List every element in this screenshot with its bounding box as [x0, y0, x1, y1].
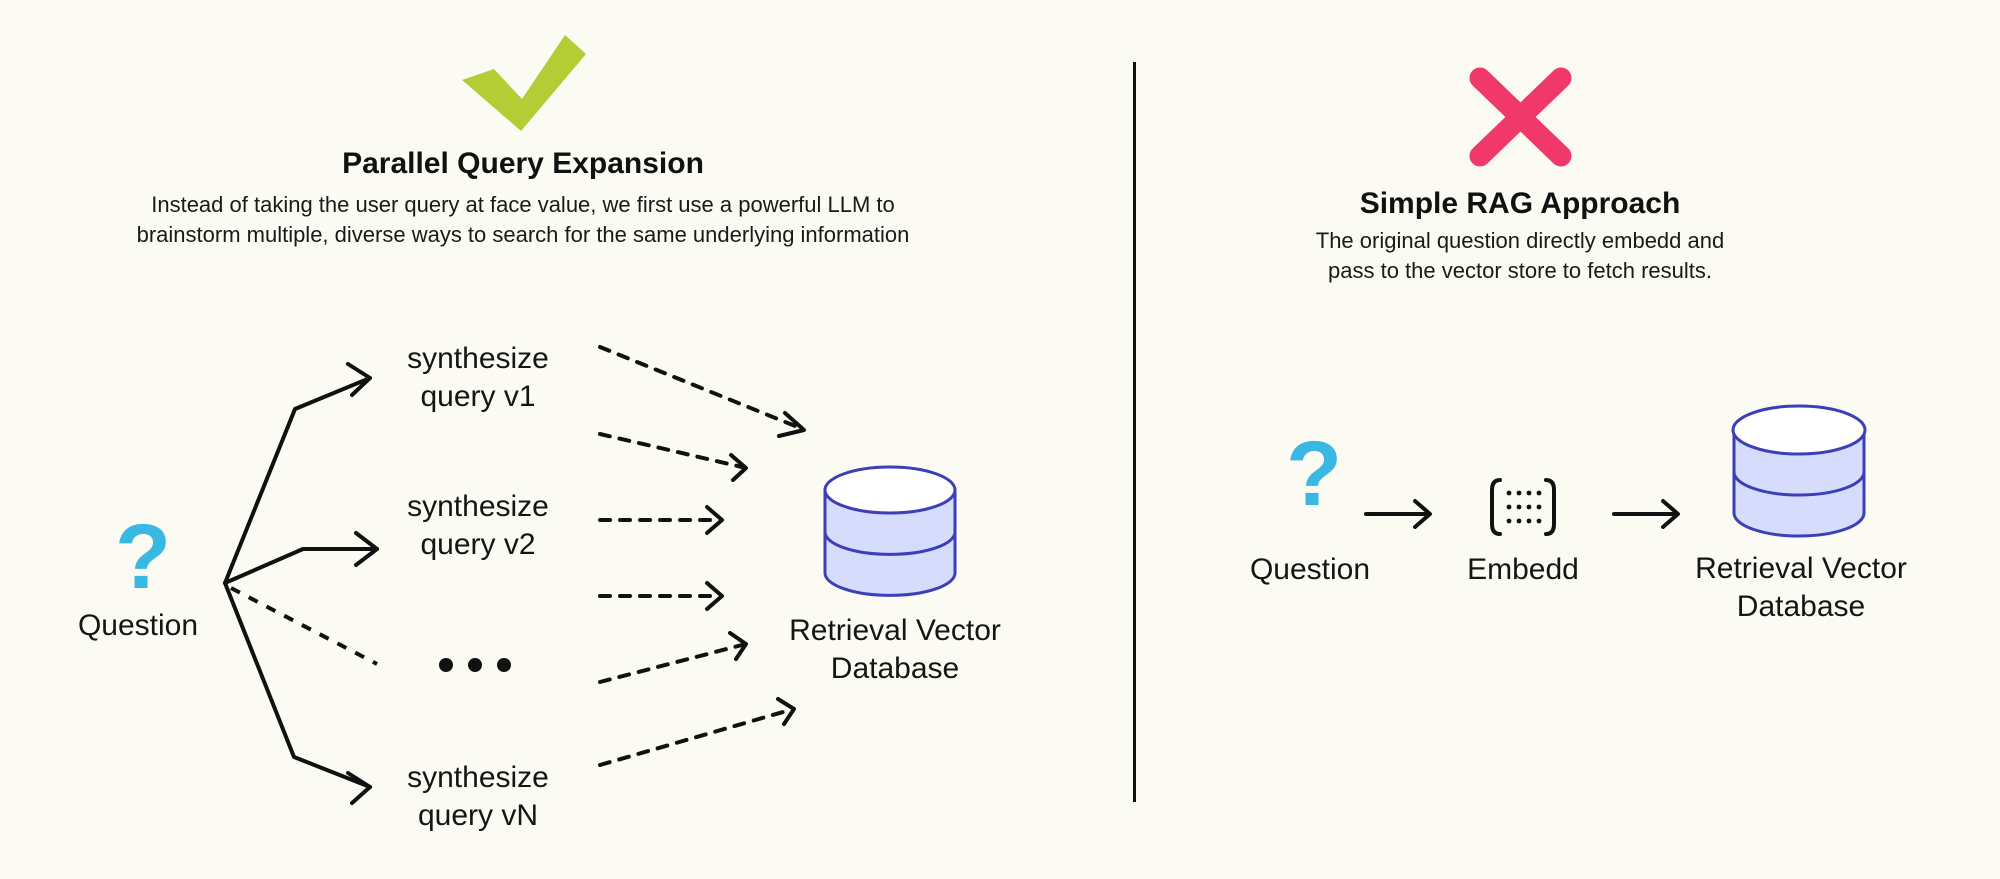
- svg-text:?: ?: [1286, 423, 1342, 525]
- left-database-line-1: Retrieval Vector: [789, 614, 1001, 647]
- right-description-line-1: The original question directly embedd an…: [1315, 228, 1725, 253]
- flow-arrows: [1364, 499, 1680, 529]
- query-v1-line-2: query v1: [420, 380, 536, 413]
- check-icon: [462, 35, 586, 131]
- right-description: The original question directly embedd an…: [1220, 226, 1820, 286]
- cross-icon: [1469, 67, 1572, 167]
- query-v2-line-2: query v2: [420, 528, 536, 561]
- query-vn-line-1: synthesize: [407, 761, 549, 794]
- solid-branches: [223, 362, 379, 805]
- right-database-line-1: Retrieval Vector: [1695, 552, 1907, 585]
- embed-label: Embedd: [1467, 553, 1579, 586]
- query-vn-label: synthesize query vN: [378, 759, 578, 835]
- svg-text:?: ?: [115, 506, 171, 608]
- right-database-label: Retrieval Vector Database: [1666, 550, 1936, 626]
- query-v2-label: synthesize query v2: [378, 488, 578, 564]
- right-database-line-2: Database: [1736, 590, 1866, 623]
- right-description-line-2: pass to the vector store to fetch result…: [1328, 258, 1712, 283]
- left-question-label: Question: [77, 609, 199, 642]
- query-vn-line-2: query vN: [417, 799, 539, 832]
- right-question-label: Question: [1249, 553, 1371, 586]
- database-icon: [1731, 404, 1867, 538]
- embedding-icon: [1490, 478, 1556, 536]
- query-v1-label: synthesize query v1: [378, 340, 578, 416]
- dashed-arrows: [598, 345, 806, 767]
- panel-divider: [1133, 62, 1136, 802]
- question-mark-icon: ?: [1286, 423, 1342, 525]
- query-v2-line-1: synthesize: [407, 490, 549, 523]
- left-database-label: Retrieval Vector Database: [760, 612, 1030, 688]
- ellipsis-icon: [439, 658, 511, 672]
- dotted-branch: [230, 586, 378, 666]
- question-mark-icon: ?: [115, 506, 171, 608]
- right-title: Simple RAG Approach: [1359, 187, 1681, 220]
- left-database-line-2: Database: [830, 652, 960, 685]
- query-v1-line-1: synthesize: [407, 342, 549, 375]
- left-description-line-1: Instead of taking the user query at face…: [151, 192, 895, 217]
- left-description-line-2: brainstorm multiple, diverse ways to sea…: [136, 222, 910, 247]
- left-title: Parallel Query Expansion: [342, 147, 704, 180]
- database-icon: [823, 465, 957, 597]
- left-description: Instead of taking the user query at face…: [40, 190, 1006, 250]
